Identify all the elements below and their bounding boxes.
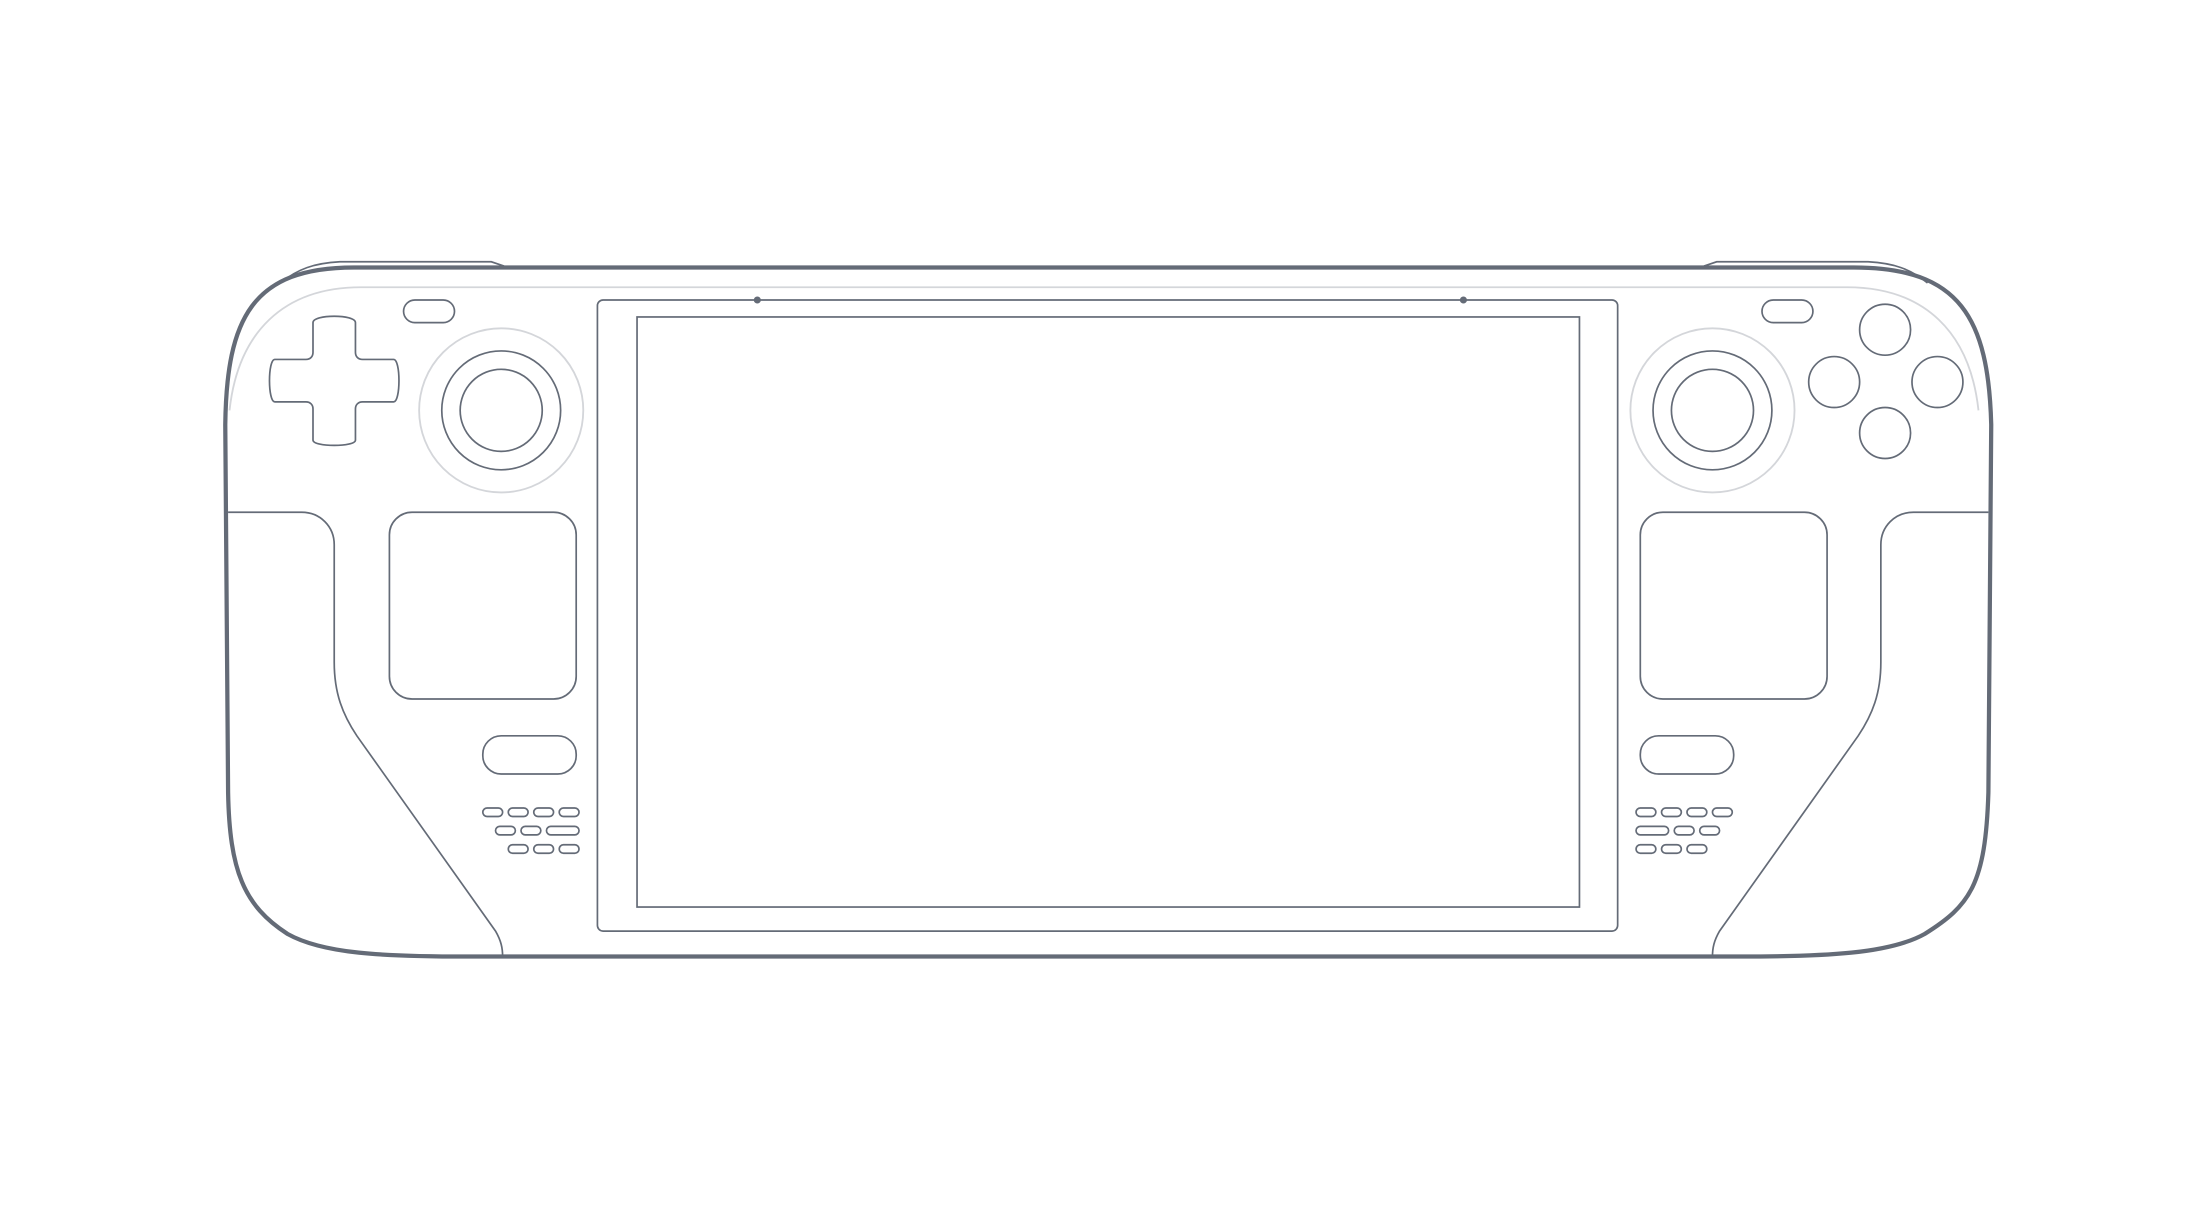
b-button[interactable] bbox=[1911, 355, 1964, 409]
left-stick-cap[interactable] bbox=[459, 368, 544, 453]
x-button[interactable] bbox=[1807, 355, 1861, 409]
screen-display[interactable] bbox=[636, 316, 1581, 908]
right-stick-cap[interactable] bbox=[1670, 368, 1755, 453]
left-grip-line bbox=[228, 511, 504, 957]
left-controls bbox=[268, 299, 585, 855]
left-trackpad[interactable] bbox=[388, 511, 578, 700]
right-controls bbox=[1629, 299, 1964, 855]
inner-top-line bbox=[228, 286, 1980, 411]
right-stick-ring bbox=[1629, 327, 1796, 494]
console-body bbox=[223, 260, 1994, 959]
left-bumper-button[interactable] bbox=[402, 299, 456, 324]
left-sensor-dot bbox=[753, 296, 761, 304]
right-speaker-grille bbox=[1635, 807, 1734, 855]
screen bbox=[596, 296, 1619, 932]
right-sensor-dot bbox=[1459, 296, 1467, 304]
left-stick-ring bbox=[418, 327, 585, 494]
right-stick-base[interactable] bbox=[1652, 350, 1773, 471]
right-trackpad[interactable] bbox=[1639, 511, 1828, 700]
right-bumper-button[interactable] bbox=[1761, 299, 1814, 324]
dpad[interactable] bbox=[268, 315, 400, 447]
menu-button[interactable] bbox=[1639, 734, 1735, 775]
left-stick-base[interactable] bbox=[440, 350, 562, 471]
body-outline bbox=[223, 265, 1994, 959]
a-button[interactable] bbox=[1858, 406, 1912, 460]
left-speaker-grille bbox=[481, 807, 580, 855]
screen-bezel bbox=[596, 299, 1619, 932]
left-shoulder-bumper bbox=[279, 260, 505, 284]
right-grip-line bbox=[1711, 511, 1989, 957]
view-button[interactable] bbox=[481, 734, 578, 775]
right-shoulder-bumper bbox=[1703, 260, 1929, 284]
y-button[interactable] bbox=[1858, 303, 1912, 357]
